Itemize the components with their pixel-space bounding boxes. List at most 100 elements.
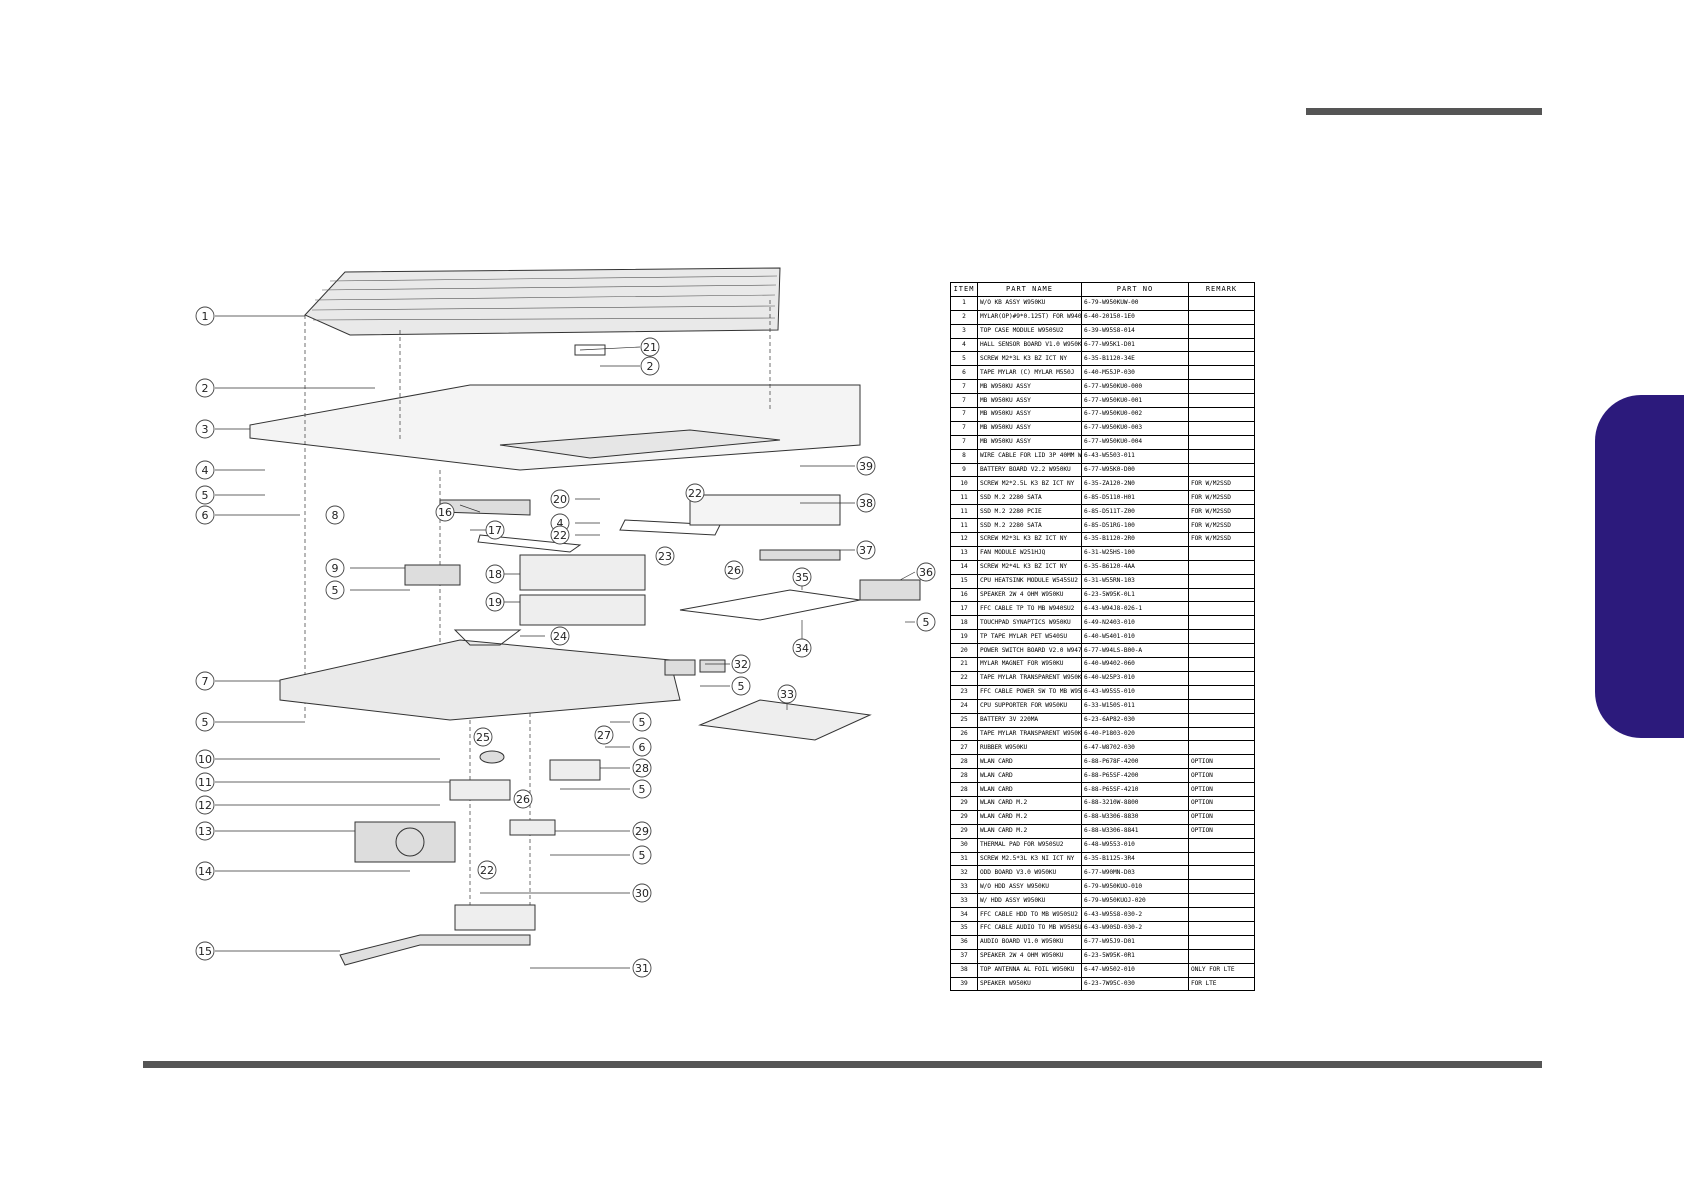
cell-part-no: 6-79-W950KUW-00 xyxy=(1081,295,1189,311)
cell-part-name: SPEAKER W950KU xyxy=(977,976,1082,992)
cell-part-name: FAN MODULE W251HJQ xyxy=(977,545,1082,561)
cell-part-name: CPU HEATSINK MODULE W545SU2 xyxy=(977,573,1082,589)
callout-marker: 8 xyxy=(325,505,345,525)
header-part-no: PART NO xyxy=(1081,282,1189,297)
callout-marker: 7 xyxy=(195,671,215,691)
cell-remark xyxy=(1188,309,1255,325)
cell-item: 22 xyxy=(950,670,978,686)
cell-item: 7 xyxy=(950,420,978,436)
callout-number: 23 xyxy=(658,550,672,563)
cell-part-no: 6-88-W3306-8830 xyxy=(1081,809,1189,825)
cell-item: 32 xyxy=(950,865,978,881)
callout-number: 15 xyxy=(198,945,212,958)
callout-number: 19 xyxy=(488,596,502,609)
cell-part-no: 6-88-P65SF-4200 xyxy=(1081,768,1189,784)
audio-board-part xyxy=(859,579,921,601)
callout-circle xyxy=(856,540,876,560)
callout-circle xyxy=(195,460,215,480)
callout-marker: 38 xyxy=(856,493,876,513)
callout-circle xyxy=(685,483,705,503)
cell-remark xyxy=(1188,379,1255,395)
cell-item: 11 xyxy=(950,518,978,534)
cell-item: 37 xyxy=(950,948,978,964)
cell-remark xyxy=(1188,893,1255,909)
callout-marker: 35 xyxy=(792,567,812,587)
cell-part-name: HALL SENSOR BOARD V1.0 W950KU xyxy=(977,337,1082,353)
callout-circle xyxy=(195,505,215,525)
cell-part-name: WLAN CARD xyxy=(977,782,1082,797)
cell-part-no: 6-35-B1120-34E xyxy=(1081,351,1189,367)
callout-marker: 25 xyxy=(473,727,493,747)
keyboard-keys xyxy=(311,275,778,321)
callout-marker: 26 xyxy=(513,789,533,809)
cell-part-name: SCREW M2*4L K3 BZ ICT NY xyxy=(977,559,1082,575)
callout-circle xyxy=(640,356,660,376)
cell-part-no: 6-88-W3306-8841 xyxy=(1081,823,1189,839)
cell-item: 7 xyxy=(950,407,978,422)
callout-number: 29 xyxy=(635,825,649,838)
callout-circle xyxy=(632,758,652,778)
callout-circle xyxy=(513,789,533,809)
cell-remark: OPTION xyxy=(1188,823,1255,839)
callout-number: 27 xyxy=(597,729,611,742)
cell-item: 28 xyxy=(950,754,978,770)
callout-circle xyxy=(632,821,652,841)
cell-part-no: 6-88-P65SF-4210 xyxy=(1081,782,1189,797)
callout-marker: 4 xyxy=(195,460,215,480)
callout-number: 5 xyxy=(639,716,646,729)
callout-number: 2 xyxy=(202,382,209,395)
cell-part-no: 6-49-N2403-010 xyxy=(1081,615,1189,631)
cell-part-name: WLAN CARD xyxy=(977,754,1082,770)
cell-part-no: 6-40-P1803-020 xyxy=(1081,726,1189,742)
cell-item: 4 xyxy=(950,337,978,353)
cell-item: 31 xyxy=(950,851,978,867)
callout-marker: 9 xyxy=(325,558,345,578)
callout-number: 10 xyxy=(198,753,212,766)
cell-item: 5 xyxy=(950,351,978,367)
cell-part-name: MB W950KU ASSY xyxy=(977,393,1082,409)
cell-part-name: BATTERY BOARD V2.2 W950KU xyxy=(977,462,1082,478)
callout-marker: 10 xyxy=(195,749,215,769)
cell-item: 18 xyxy=(950,615,978,631)
cell-item: 10 xyxy=(950,476,978,492)
cell-item: 15 xyxy=(950,573,978,589)
callout-marker: 27 xyxy=(594,725,614,745)
callout-marker: 5 xyxy=(195,485,215,505)
cell-remark xyxy=(1188,351,1255,367)
cell-part-name: FFC CABLE AUDIO TO MB W950SU2 xyxy=(977,920,1082,936)
header-part-name: PART NAME xyxy=(977,282,1082,297)
cell-remark: FOR W/M2SSD xyxy=(1188,490,1255,506)
cell-part-name: TAPE MYLAR TRANSPARENT W950KU xyxy=(977,670,1082,686)
cell-part-name: TOUCHPAD SYNAPTICS W950KU xyxy=(977,615,1082,631)
callout-circle xyxy=(195,795,215,815)
cell-item: 26 xyxy=(950,726,978,742)
cell-part-name: POWER SWITCH BOARD V2.0 W947LU xyxy=(977,643,1082,659)
cell-part-no: 6-88-3210W-8800 xyxy=(1081,795,1189,811)
cpu-supporter-part xyxy=(453,629,522,646)
cell-remark: OPTION xyxy=(1188,754,1255,770)
cell-item: 7 xyxy=(950,379,978,395)
hdd-part xyxy=(698,699,872,741)
cell-part-no: 6-47-W9502-010 xyxy=(1081,962,1189,978)
callout-number: 7 xyxy=(202,675,209,688)
callout-number: 2 xyxy=(647,360,654,373)
cell-item: 28 xyxy=(950,782,978,797)
cell-part-name: W/ HDD ASSY W950KU xyxy=(977,893,1082,909)
callout-circle xyxy=(195,821,215,841)
callout-marker: 5 xyxy=(632,779,652,799)
callout-number: 22 xyxy=(688,487,702,500)
callout-marker: 24 xyxy=(550,626,570,646)
callout-number: 1 xyxy=(202,310,209,323)
callout-number: 31 xyxy=(635,962,649,975)
cell-remark xyxy=(1188,559,1255,575)
